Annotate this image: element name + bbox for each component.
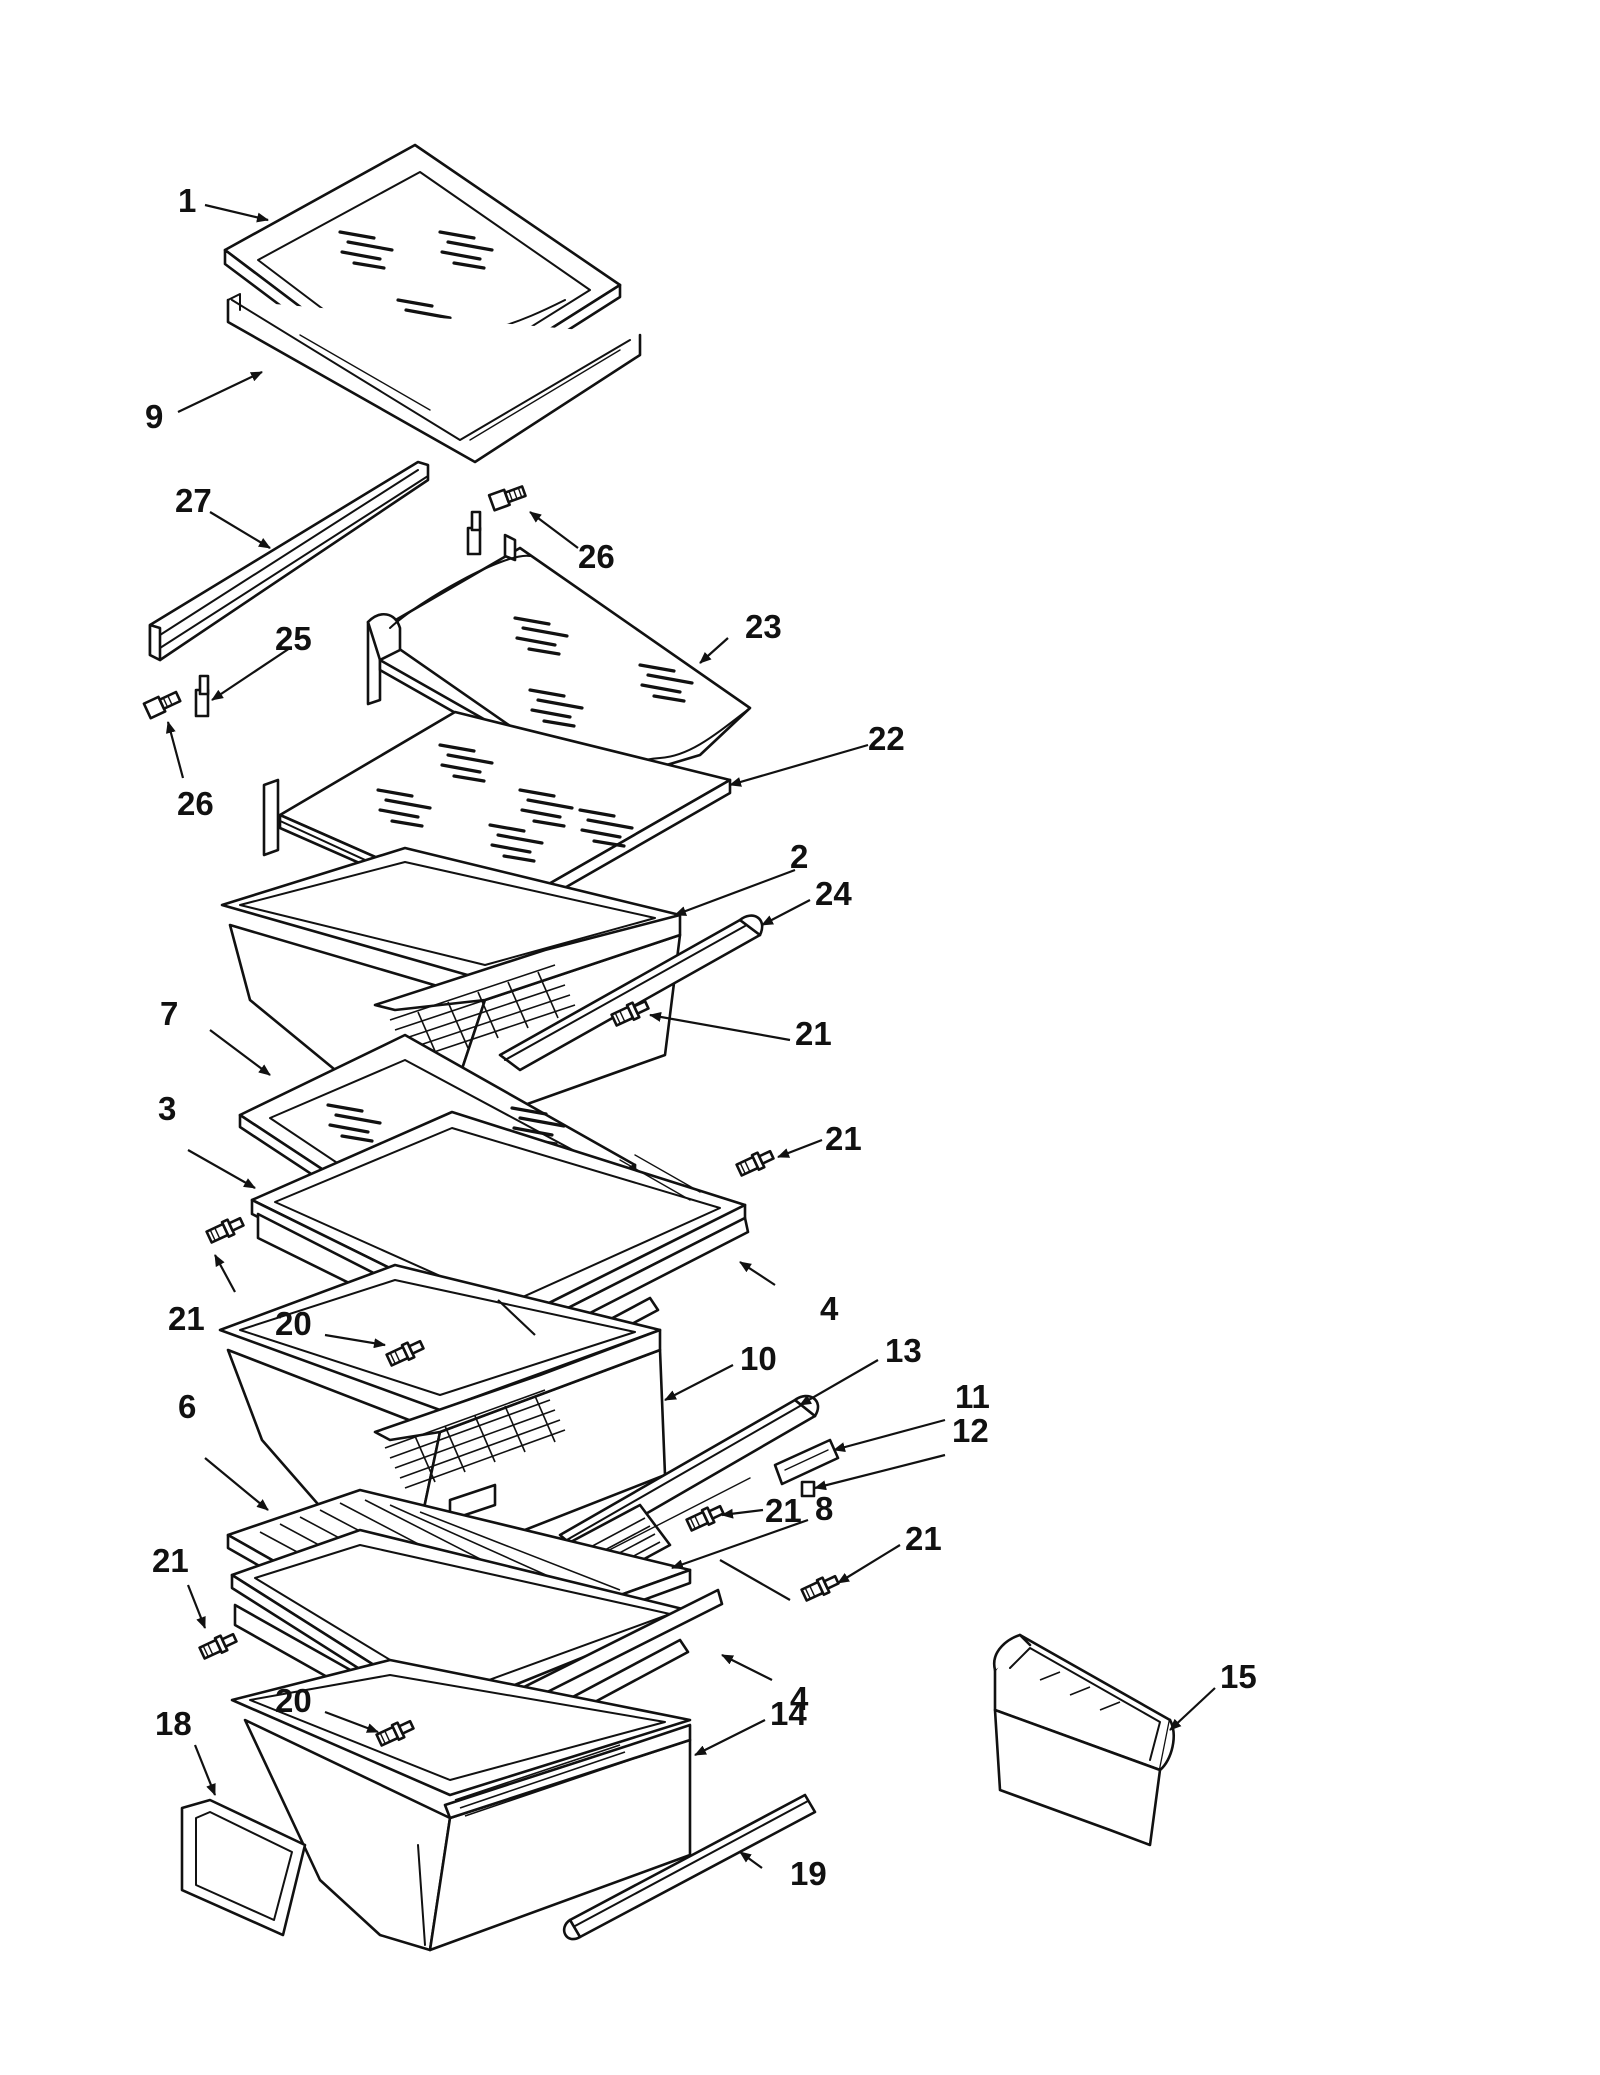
callout-21-a: 21 [795, 1015, 832, 1052]
callout-21-d: 21 [765, 1492, 802, 1529]
part-18-label-insert [180, 1798, 307, 1937]
callout-25: 25 [275, 620, 312, 657]
part-21-screw-2 [734, 1146, 777, 1179]
callout-6: 6 [178, 1388, 196, 1425]
callout-26-lower: 26 [177, 785, 214, 822]
part-21-screw-5 [799, 1571, 842, 1604]
callout-22: 22 [868, 720, 905, 757]
callout-18: 18 [155, 1705, 192, 1742]
callout-23: 23 [745, 608, 782, 645]
callout-20-upper: 20 [275, 1305, 312, 1342]
part-27-trim-strip [148, 460, 430, 662]
callout-21-e: 21 [905, 1520, 942, 1557]
callout-13: 13 [885, 1332, 922, 1369]
part-9-shelf-frame [226, 293, 642, 464]
callout-12: 12 [952, 1412, 989, 1449]
callout-20-lower: 20 [275, 1682, 312, 1719]
callout-24: 24 [815, 875, 852, 912]
part-19-pan-trim [562, 1793, 817, 1941]
callout-21-c: 21 [168, 1300, 205, 1337]
callout-3: 3 [158, 1090, 176, 1127]
callout-19: 19 [790, 1855, 827, 1892]
callout-7: 7 [160, 995, 178, 1032]
callout-10: 10 [740, 1340, 777, 1377]
part-26-screw-lower [142, 690, 182, 720]
callout-11: 11 [955, 1378, 990, 1415]
part-21-screw-6 [197, 1629, 240, 1662]
callout-9: 9 [145, 398, 163, 435]
callout-27: 27 [175, 482, 212, 519]
callout-26-upper: 26 [578, 538, 615, 575]
callout-21-f: 21 [152, 1542, 189, 1579]
part-25-bracket-lower [194, 674, 210, 718]
part-14-meat-pan [230, 1658, 692, 1952]
callout-15: 15 [1220, 1658, 1257, 1695]
callout-4-upper: 4 [820, 1290, 839, 1327]
leader-lines [166, 203, 1216, 1869]
callout-14: 14 [770, 1695, 807, 1732]
part-24-crisper-trim [498, 914, 764, 1072]
callout-labels: 1 9 27 26 26 25 23 22 2 24 21 7 3 21 4 2… [145, 182, 1257, 1892]
part-25-bracket-upper [466, 510, 482, 556]
part-26-screw-upper [487, 485, 527, 512]
callout-2: 2 [790, 838, 808, 875]
callout-4-lower: 4 [790, 1680, 809, 1717]
callout-8: 8 [815, 1490, 833, 1527]
callout-21-b: 21 [825, 1120, 862, 1157]
part-15-door-bin [992, 1633, 1175, 1847]
part-21-screw-3 [204, 1213, 247, 1246]
part-11-humidity-control [773, 1438, 840, 1486]
part-12-control-slide [800, 1480, 816, 1498]
callout-1: 1 [178, 182, 196, 219]
part-21-screw-4 [684, 1501, 727, 1534]
